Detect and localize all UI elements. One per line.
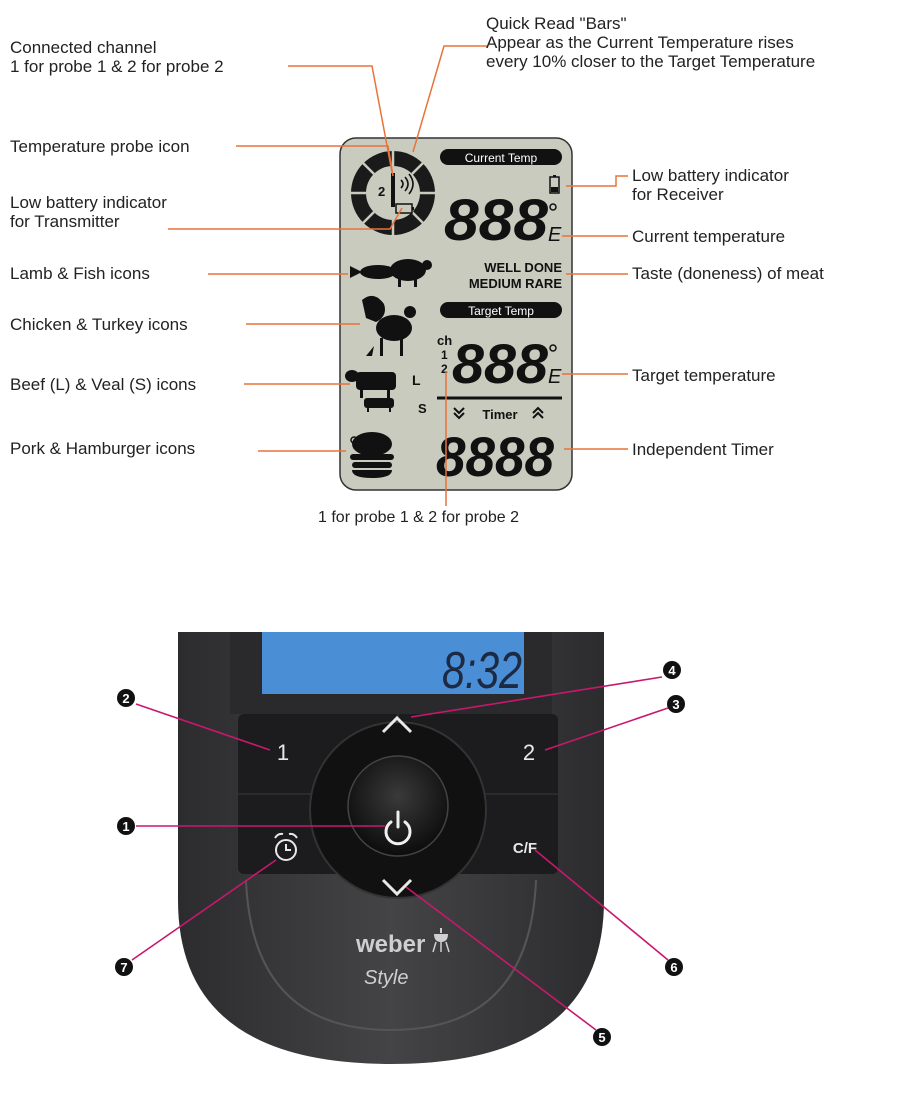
label-current-temperature: Current temperature <box>632 227 786 246</box>
callout-5: 5 <box>593 1028 611 1046</box>
target-temp-digits: 888 <box>452 332 549 395</box>
current-temp-digits: 888 <box>444 188 549 253</box>
button-1[interactable]: 1 <box>238 714 338 794</box>
grill-logo-icon <box>432 928 450 953</box>
svg-text:1: 1 <box>122 819 129 834</box>
alarm-clock-icon <box>274 832 298 861</box>
label-chicken-turkey: Chicken & Turkey icons <box>10 315 188 334</box>
leader-lines-orange <box>168 45 628 506</box>
lcd-display: 2 Current Temp 888 E WELL DONE MEDIUM RA… <box>339 137 573 491</box>
label-channel-probe: 1 for probe 1 & 2 for probe 2 <box>318 509 520 526</box>
veal-size-s: S <box>418 401 427 416</box>
label-lamb-fish: Lamb & Fish icons <box>10 264 150 283</box>
target-temp-header-bg <box>440 302 562 318</box>
callout-6: 6 <box>665 958 683 976</box>
current-temp-header-bg <box>440 149 562 165</box>
label-low-battery-transmitter: Low battery indicator for Transmitter <box>10 193 167 231</box>
label-beef-veal: Beef (L) & Veal (S) icons <box>10 375 197 394</box>
brand-logo: weber <box>355 931 425 958</box>
chicken-turkey-icon <box>362 295 416 356</box>
label-temperature-probe-icon: Temperature probe icon <box>10 137 190 156</box>
label-connected-channel: Connected channel 1 for probe 1 & 2 for … <box>10 38 224 76</box>
degree-symbol <box>549 203 557 211</box>
channel-1: 1 <box>441 348 448 362</box>
brand-script: Style <box>364 967 408 989</box>
power-icon <box>384 810 412 846</box>
current-unit-glyph: E <box>548 224 562 246</box>
label-quick-read-bars: Quick Read "Bars" Appear as the Current … <box>486 14 816 71</box>
pork-hamburger-icon <box>350 432 394 478</box>
doneness-line-2: MEDIUM RARE <box>469 276 562 291</box>
power-button[interactable] <box>347 755 449 857</box>
svg-text:5: 5 <box>598 1030 605 1045</box>
timer-button[interactable] <box>274 832 298 861</box>
cf-button-label: C/F <box>513 840 537 857</box>
lamb-fish-icon <box>350 259 432 287</box>
callout-3: 3 <box>667 695 685 713</box>
label-pork-hamburger: Pork & Hamburger icons <box>10 439 196 458</box>
channel-2: 2 <box>441 362 448 376</box>
target-unit-glyph: E <box>548 366 562 388</box>
svg-text:7: 7 <box>120 960 127 975</box>
svg-text:2: 2 <box>122 691 129 706</box>
timer-down-arrows-icon <box>453 407 465 420</box>
target-temp-header: Target Temp <box>468 304 534 318</box>
label-taste-doneness: Taste (doneness) of meat <box>632 264 824 283</box>
timer-header: Timer <box>482 407 517 422</box>
callout-2: 2 <box>117 689 135 707</box>
up-button[interactable] <box>381 715 413 734</box>
timer-digits: 8888 <box>436 425 555 488</box>
timer-up-arrows-icon <box>532 406 544 419</box>
svg-text:6: 6 <box>670 960 677 975</box>
channel-ch: ch <box>437 333 452 348</box>
receiver-battery-icon <box>549 175 560 194</box>
target-degree-symbol <box>549 344 557 352</box>
label-target-temperature: Target temperature <box>632 366 776 385</box>
probe-number: 2 <box>378 184 385 199</box>
temperature-probe-icon <box>391 173 414 207</box>
button-2-label: 2 <box>523 740 535 765</box>
receiver-screen <box>262 632 524 694</box>
svg-text:3: 3 <box>672 697 679 712</box>
button-2[interactable]: 2 <box>470 714 558 794</box>
svg-text:4: 4 <box>668 663 676 678</box>
cf-button[interactable]: C/F <box>513 840 537 857</box>
down-button[interactable] <box>381 878 413 897</box>
callout-4: 4 <box>663 661 681 679</box>
current-temp-header: Current Temp <box>465 151 538 165</box>
doneness-line-1: WELL DONE <box>484 260 562 275</box>
callout-1: 1 <box>117 817 135 835</box>
beef-size-l: L <box>412 372 421 388</box>
transmitter-battery-icon <box>395 203 414 214</box>
leader-lines-magenta <box>131 676 669 1031</box>
label-low-battery-receiver: Low battery indicator for Receiver <box>632 166 789 204</box>
chevron-up-icon <box>381 715 413 734</box>
button-1-label: 1 <box>277 740 289 765</box>
chevron-down-icon <box>381 878 413 897</box>
beef-veal-icon <box>345 370 396 412</box>
callout-7: 7 <box>115 958 133 976</box>
receiver-screen-time: 8:32 <box>442 642 522 700</box>
label-independent-timer: Independent Timer <box>632 440 774 459</box>
